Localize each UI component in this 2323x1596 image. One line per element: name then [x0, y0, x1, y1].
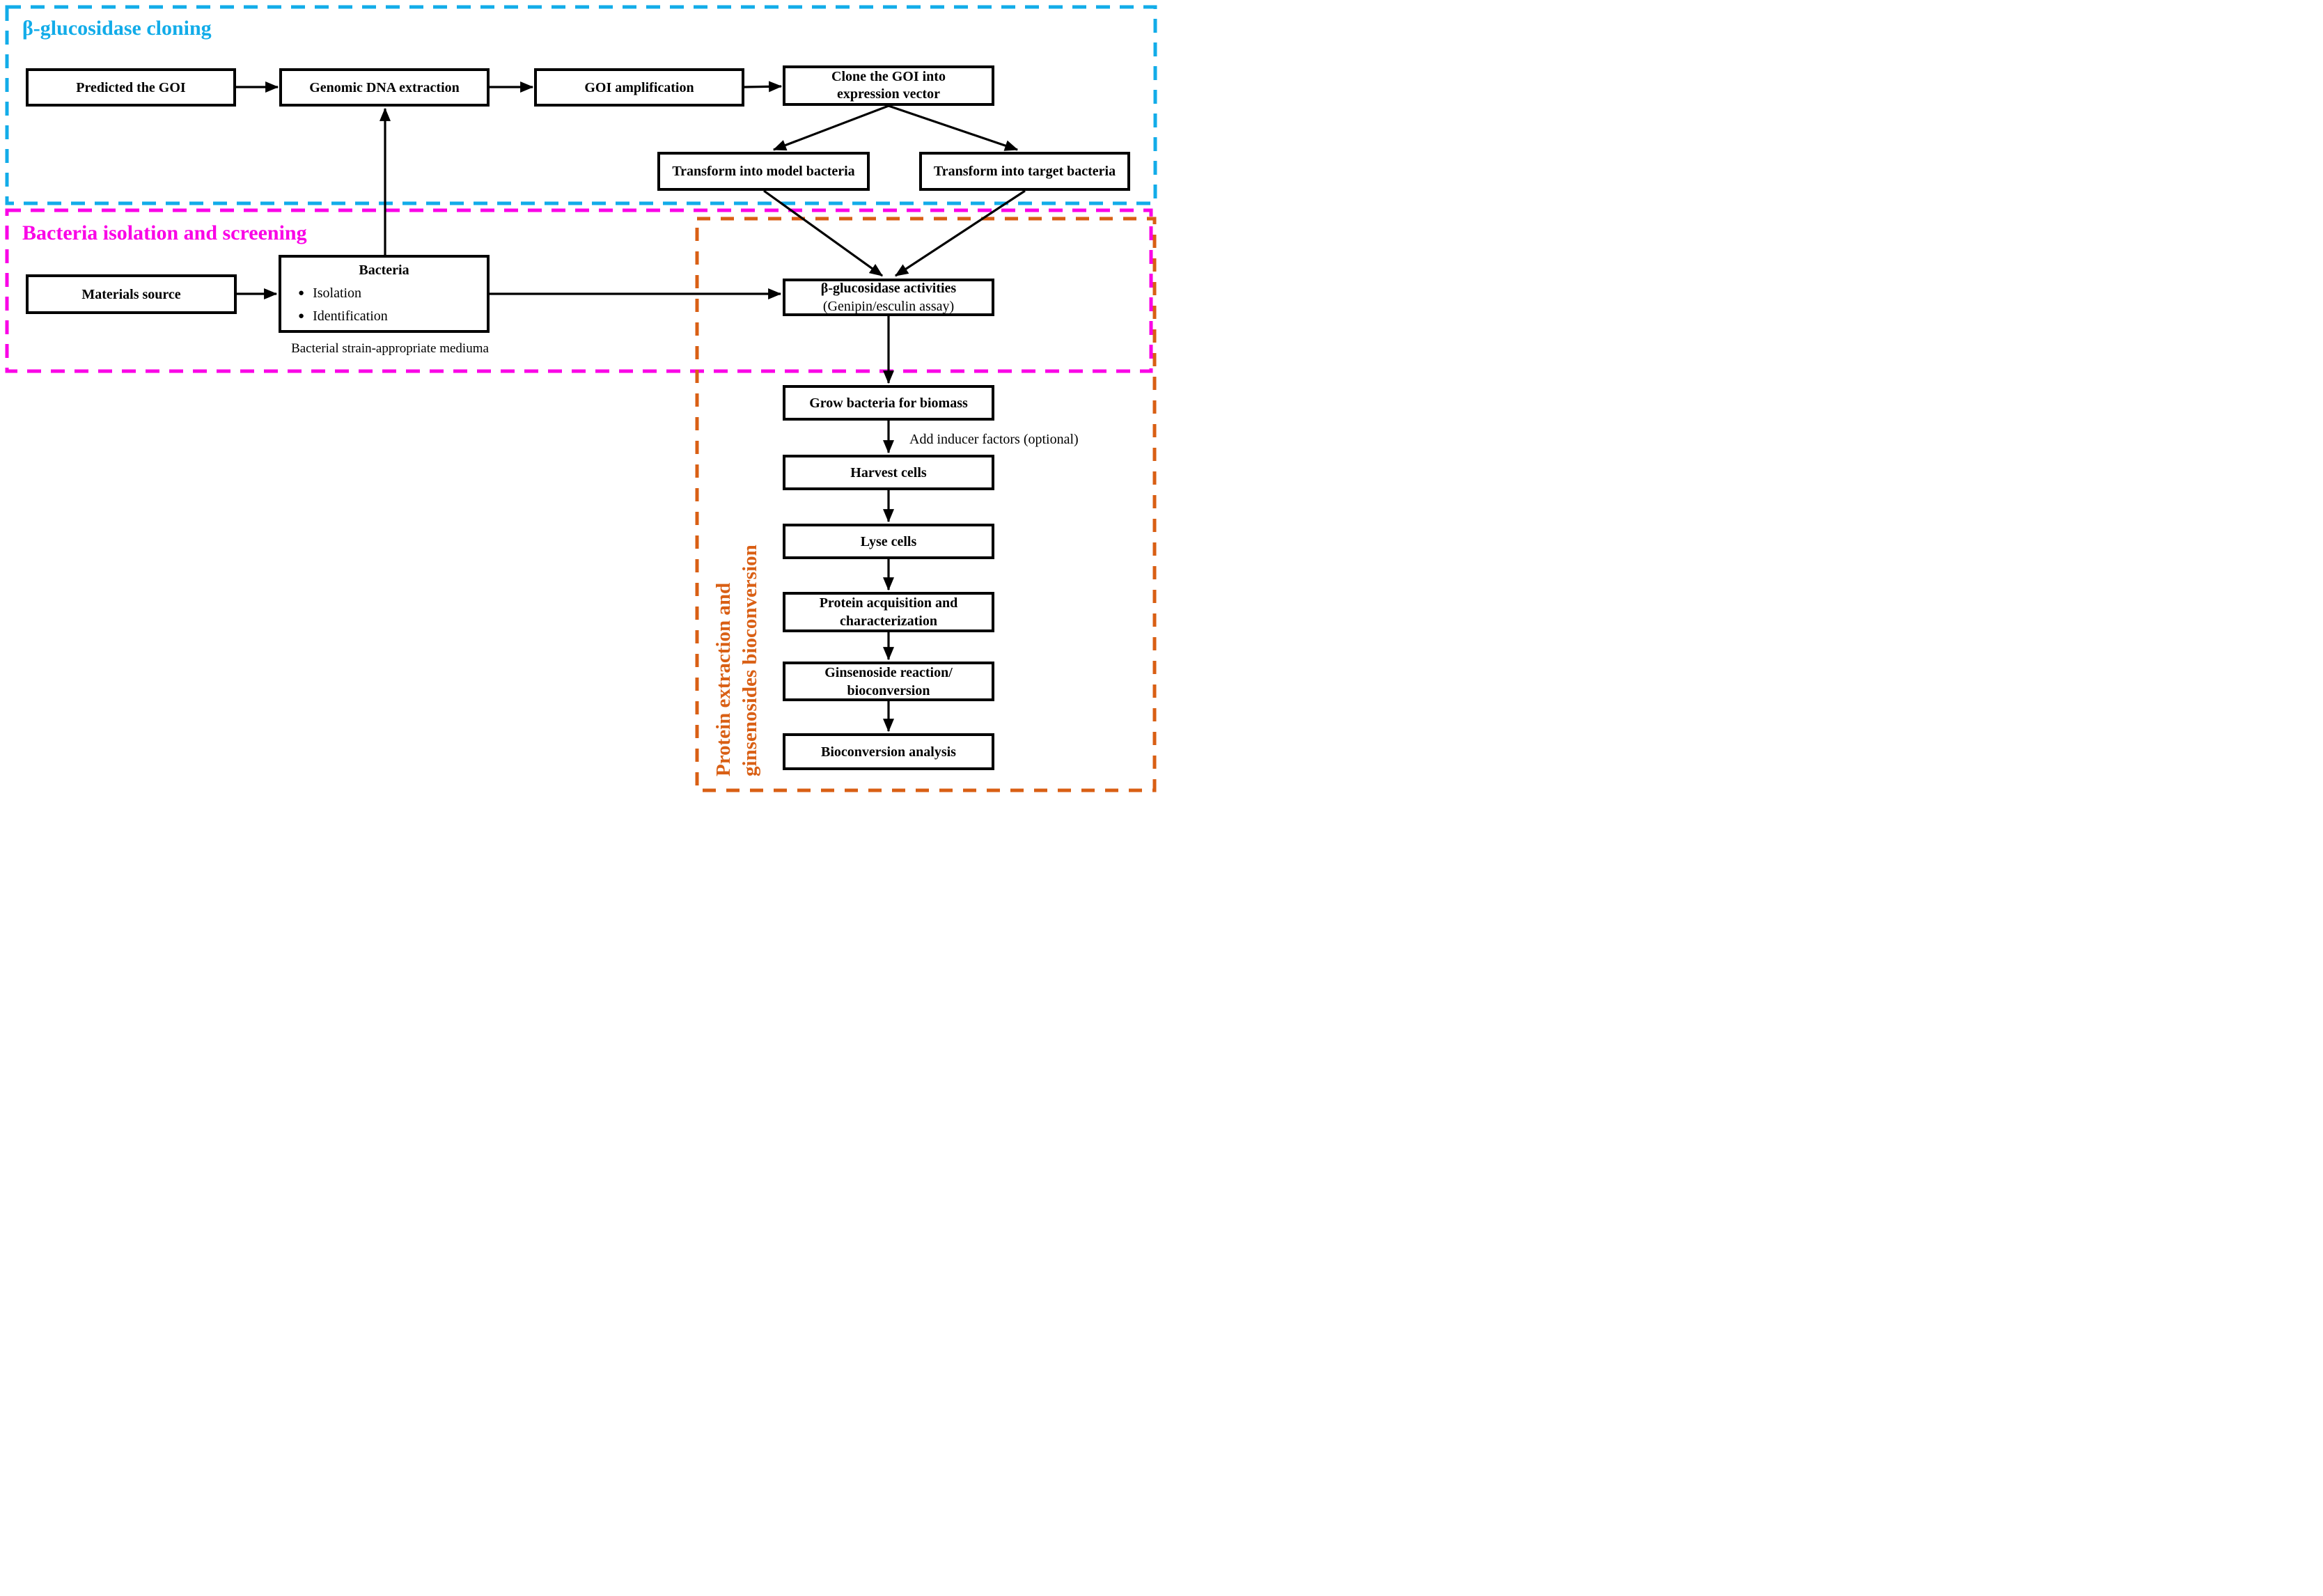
- node-genomic-dna-extraction: Genomic DNA extraction: [279, 68, 490, 107]
- node-harvest-cells: Harvest cells: [783, 455, 994, 490]
- node-bacteria: Bacteria ● Isolation ● Identification: [279, 255, 490, 333]
- bioconversion-region-title: Protein extraction and ginsenosides bioc…: [710, 519, 763, 776]
- node-beta-glucosidase-activities: β-glucosidase activities (Genipin/esculi…: [783, 279, 994, 316]
- node-bioconversion-analysis: Bioconversion analysis: [783, 733, 994, 770]
- bacteria-bullet-identification-label: Identification: [313, 308, 388, 324]
- node-transform-model-bacteria-label: Transform into model bacteria: [672, 164, 855, 179]
- node-goi-amplification: GOI amplification: [534, 68, 744, 107]
- node-bacteria-title: Bacteria: [359, 263, 409, 278]
- node-grow-bacteria-label: Grow bacteria for biomass: [809, 395, 968, 411]
- bioconversion-title-line1: Protein extraction and: [712, 582, 735, 776]
- node-protein-acquisition-line1: Protein acquisition and: [819, 595, 958, 611]
- bacteria-bullet-isolation-label: Isolation: [313, 285, 362, 301]
- arrow-clone-to-model: [772, 104, 889, 151]
- flowchart-canvas: β-glucosidase cloning Bacteria isolation…: [0, 0, 1162, 798]
- node-ginsenoside-reaction: Ginsenoside reaction/ bioconversion: [783, 662, 994, 701]
- bullet-icon: ●: [298, 310, 305, 322]
- arrow-clone-to-target: [888, 104, 1019, 151]
- node-transform-target-bacteria-label: Transform into target bacteria: [933, 164, 1116, 179]
- node-predicted-goi-label: Predicted the GOI: [76, 79, 186, 95]
- node-goi-amplification-label: GOI amplification: [584, 79, 694, 95]
- node-genomic-dna-extraction-label: Genomic DNA extraction: [309, 79, 460, 95]
- node-lyse-cells-label: Lyse cells: [860, 533, 917, 549]
- node-ginsenoside-reaction-line2: bioconversion: [847, 682, 930, 698]
- node-protein-acquisition-line2: characterization: [840, 613, 937, 629]
- isolation-region-title: Bacteria isolation and screening: [22, 221, 307, 244]
- node-beta-glucosidase-activities-line1: β-glucosidase activities: [820, 281, 957, 296]
- arrow-model-to-activities: [763, 189, 884, 277]
- node-materials-source: Materials source: [26, 274, 237, 314]
- arrow-goiamp-to-clone: [744, 81, 783, 93]
- bioconversion-title-line2: ginsenosides bioconversion: [739, 545, 761, 776]
- node-clone-goi: Clone the GOI into expression vector: [783, 65, 994, 106]
- arrow-target-to-activities: [894, 189, 1026, 277]
- node-clone-goi-line1: Clone the GOI into: [831, 69, 946, 84]
- inducer-note: Add inducer factors (optional): [909, 432, 1079, 447]
- node-transform-target-bacteria: Transform into target bacteria: [919, 152, 1130, 191]
- node-harvest-cells-label: Harvest cells: [850, 464, 927, 480]
- node-lyse-cells: Lyse cells: [783, 524, 994, 559]
- bacteria-bullet-isolation: ● Isolation: [298, 284, 361, 302]
- node-clone-goi-line2: expression vector: [837, 86, 940, 102]
- bioconversion-region-border: [695, 217, 1157, 792]
- node-protein-acquisition: Protein acquisition and characterization: [783, 592, 994, 632]
- node-predicted-goi: Predicted the GOI: [26, 68, 236, 107]
- bullet-icon: ●: [298, 287, 305, 299]
- node-transform-model-bacteria: Transform into model bacteria: [657, 152, 870, 191]
- cloning-region-title: β-glucosidase cloning: [22, 17, 212, 40]
- flowchart-lines-layer: [5, 5, 1157, 792]
- bacteria-bullet-identification: ● Identification: [298, 307, 388, 325]
- cloning-region-border: [5, 5, 1157, 205]
- medium-note: Bacterial strain-appropriate mediuma: [291, 341, 489, 356]
- node-bioconversion-analysis-label: Bioconversion analysis: [821, 744, 956, 760]
- node-ginsenoside-reaction-line1: Ginsenoside reaction/: [824, 664, 953, 680]
- node-grow-bacteria: Grow bacteria for biomass: [783, 385, 994, 421]
- isolation-region-border: [5, 208, 1153, 373]
- node-materials-source-label: Materials source: [81, 286, 181, 302]
- node-beta-glucosidase-activities-line2: (Genipin/esculin assay): [822, 299, 955, 314]
